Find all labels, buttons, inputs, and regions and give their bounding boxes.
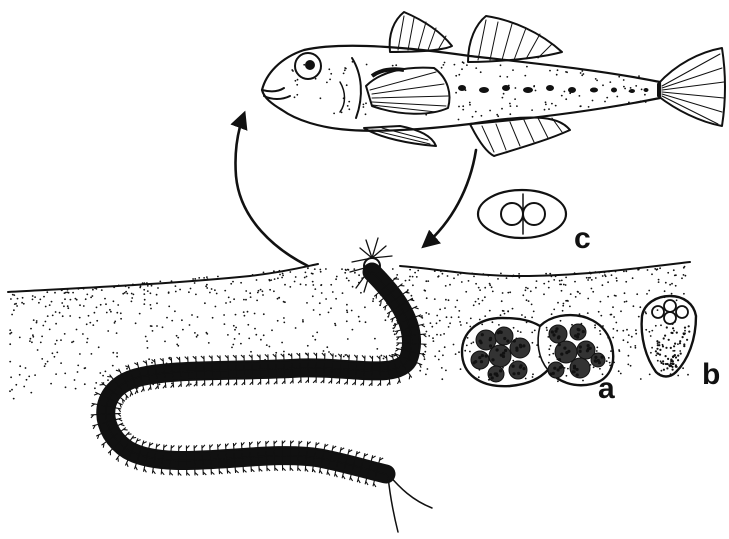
label-a: a <box>598 372 615 405</box>
label-c: c <box>574 222 591 255</box>
cyst-a <box>462 315 613 386</box>
worm <box>91 238 432 532</box>
cyst-b <box>642 296 696 377</box>
fish-pupil <box>305 60 315 70</box>
arrow-worm-to-fish <box>235 114 308 266</box>
fish-mouth <box>262 88 290 99</box>
fish-lateral-markings <box>458 85 649 93</box>
fish-caudal-fin <box>658 48 725 126</box>
sediment-surface-line <box>8 262 690 292</box>
fish-pectoral-fin <box>366 68 449 114</box>
fish <box>262 12 725 156</box>
cyst-c <box>478 190 566 238</box>
worm-tail-filaments <box>388 474 432 532</box>
fish-gill-cover <box>352 58 361 118</box>
arrow-fish-to-worm <box>424 150 476 246</box>
label-b: b <box>702 358 720 391</box>
cyst-b-contents <box>655 325 691 371</box>
